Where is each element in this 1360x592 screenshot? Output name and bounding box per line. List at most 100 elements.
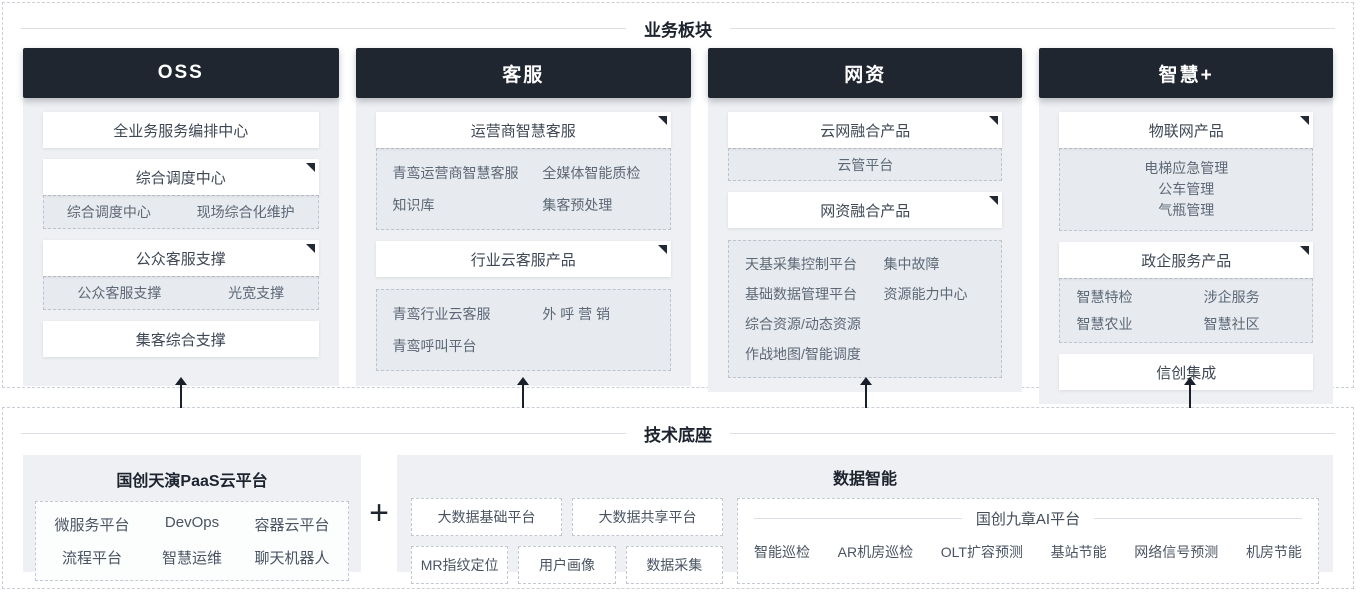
arrow-shaft	[522, 385, 524, 408]
ai-platform-item: 智能巡检	[754, 544, 810, 560]
sub-items-box: 电梯应急管理 公车管理 气瓶管理	[1059, 148, 1313, 231]
sub-item: 作战地图/智能调度	[744, 346, 861, 362]
folded-corner-icon	[989, 196, 999, 205]
product-card-label: 政企服务产品	[1141, 252, 1232, 270]
sub-item: 公众客服支撑	[77, 285, 162, 301]
data-intelligence-item: MR指纹定位	[411, 546, 509, 584]
sub-item: 外 呼 营 销	[542, 306, 610, 322]
column-network-resources: 网资 云网融合产品 云管平台 网资融合产品	[707, 48, 1023, 392]
product-card: 物联网产品	[1059, 112, 1313, 148]
product-group: 云网融合产品 云管平台	[727, 112, 1003, 181]
paas-item: 容器云平台	[254, 517, 330, 534]
folded-corner-icon	[657, 245, 667, 254]
product-group: 物联网产品 电梯应急管理 公车管理 气瓶管理	[1059, 112, 1313, 231]
data-intelligence-row: MR指纹定位 用户画像 数据采集	[411, 546, 723, 584]
sub-item: 集客预处理	[542, 197, 613, 213]
ai-platform-title: 国创九章AI平台	[975, 511, 1081, 528]
arrow-head-icon	[175, 377, 187, 385]
product-card: 行业云客服产品	[375, 241, 671, 277]
column-customer-service-body: 运营商智慧客服 青鸾运营商智慧客服 全媒体智能质检 知识库 集客预处理 行业云客…	[355, 98, 691, 386]
divider-line	[21, 433, 626, 434]
sub-item: 综合资源/动态资源	[744, 316, 861, 332]
product-card-label: 云网融合产品	[820, 122, 911, 140]
divider-line	[754, 518, 962, 519]
data-intelligence-item: 大数据共享平台	[572, 498, 723, 536]
product-card-label: 网资融合产品	[820, 202, 911, 220]
business-section-header: 业务板块	[21, 16, 1335, 41]
sub-item: 全媒体智能质检	[542, 165, 641, 181]
sub-item: 智慧特检	[1076, 289, 1133, 305]
folded-corner-icon	[305, 244, 315, 253]
sub-items-box: 天基采集控制平台 集中故障 基础数据管理平台 资源能力中心 综合资源/动态资源 …	[727, 240, 1003, 378]
data-intelligence-item: 用户画像	[518, 546, 616, 584]
product-group: 全业务服务编排中心	[43, 112, 319, 148]
sub-item: 青鸾运营商智慧客服	[392, 165, 519, 181]
business-section: 业务板块 OSS 全业务服务编排中心 综合调度中心 综合调度中心 现场综合化维护	[2, 2, 1354, 404]
sub-item: 综合调度中心	[66, 204, 151, 220]
column-network-resources-body: 云网融合产品 云管平台 网资融合产品 天基采集控制平台 集中故障	[707, 98, 1023, 392]
sub-item: 资源能力中心	[883, 286, 968, 302]
product-group: 集客综合支撑	[43, 321, 319, 357]
sub-item: 电梯应急管理	[1144, 160, 1229, 176]
paas-platform-title: 国创天演PaaS云平台	[116, 473, 268, 490]
product-card-label: 行业云客服产品	[470, 251, 576, 269]
ai-platform-item: 基站节能	[1050, 544, 1107, 560]
folded-corner-icon	[1300, 246, 1309, 255]
product-card: 政企服务产品	[1059, 242, 1313, 278]
column-smart-plus: 智慧+ 物联网产品 电梯应急管理 公车管理 气瓶管理 政企服务产品	[1039, 48, 1333, 404]
folded-corner-icon	[1300, 116, 1309, 125]
foundation-section-header: 技术底座	[21, 421, 1335, 446]
ai-platform-box: 国创九章AI平台 智能巡检 AR机房巡检 OLT扩容预测 基站节能 网络信号预测…	[737, 498, 1319, 584]
column-customer-service: 客服 运营商智慧客服 青鸾运营商智慧客服 全媒体智能质检 知识库 集客预处理	[355, 48, 691, 386]
sub-item: 青鸾行业云客服	[392, 306, 491, 322]
up-arrow	[1183, 377, 1197, 408]
sub-items-box: 青鸾行业云客服 外 呼 营 销 青鸾呼叫平台	[375, 289, 671, 371]
data-intelligence-item: 数据采集	[625, 546, 723, 584]
column-customer-service-header: 客服	[355, 48, 691, 98]
data-intelligence-title: 数据智能	[832, 471, 897, 488]
foundation-section-title: 技术底座	[644, 426, 712, 445]
product-group: 行业云客服产品 青鸾行业云客服 外 呼 营 销 青鸾呼叫平台	[375, 241, 671, 371]
sub-item: 智慧社区	[1203, 316, 1260, 332]
arrow-head-icon	[517, 377, 529, 385]
ai-platform-item: OLT扩容预测	[940, 544, 1023, 560]
divider-line	[730, 28, 1335, 29]
plus-symbol: +	[369, 494, 389, 532]
column-smart-plus-header: 智慧+	[1039, 48, 1333, 98]
column-oss-body: 全业务服务编排中心 综合调度中心 综合调度中心 现场综合化维护 公众客服支撑	[23, 98, 339, 386]
foundation-section: 技术底座 国创天演PaaS云平台 微服务平台 DevOps 容器云平台 流程平台…	[2, 407, 1354, 589]
sub-items-box: 云管平台	[727, 148, 1003, 181]
sub-items-box: 青鸾运营商智慧客服 全媒体智能质检 知识库 集客预处理	[375, 148, 671, 230]
column-smart-plus-body: 物联网产品 电梯应急管理 公车管理 气瓶管理 政企服务产品	[1039, 98, 1333, 404]
column-oss: OSS 全业务服务编排中心 综合调度中心 综合调度中心 现场综合化维护	[23, 48, 339, 386]
arrow-shaft	[865, 385, 867, 408]
paas-items-box: 微服务平台 DevOps 容器云平台 流程平台 智慧运维 聊天机器人	[35, 501, 349, 581]
sub-item: 云管平台	[837, 156, 894, 173]
paas-item: 微服务平台	[54, 517, 130, 534]
sub-items-box: 公众客服支撑 光宽支撑	[43, 276, 319, 310]
data-intelligence-row: 大数据基础平台 大数据共享平台	[411, 498, 723, 536]
product-card: 综合调度中心	[43, 159, 319, 195]
column-network-resources-header: 网资	[707, 48, 1023, 98]
ai-platform-items: 智能巡检 AR机房巡检 OLT扩容预测 基站节能 网络信号预测 机房节能	[754, 542, 1302, 562]
sub-item: 知识库	[392, 197, 435, 213]
business-columns: OSS 全业务服务编排中心 综合调度中心 综合调度中心 现场综合化维护	[23, 48, 1333, 404]
product-card: 全业务服务编排中心	[43, 112, 319, 148]
paas-item: 流程平台	[61, 550, 122, 567]
ai-platform-item: 机房节能	[1245, 544, 1302, 560]
arrow-head-icon	[860, 377, 872, 385]
up-arrow	[859, 377, 873, 408]
ai-platform-header: 国创九章AI平台	[754, 508, 1302, 529]
divider-line	[730, 433, 1335, 434]
business-section-title: 业务板块	[644, 21, 712, 40]
divider-line	[1094, 518, 1302, 519]
product-card-label: 运营商智慧客服	[470, 122, 576, 140]
data-intelligence-item: 大数据基础平台	[411, 498, 562, 536]
product-group: 运营商智慧客服 青鸾运营商智慧客服 全媒体智能质检 知识库 集客预处理	[375, 112, 671, 230]
folded-corner-icon	[989, 116, 999, 125]
folded-corner-icon	[657, 116, 667, 125]
foundation-content: 国创天演PaaS云平台 微服务平台 DevOps 容器云平台 流程平台 智慧运维…	[23, 455, 1333, 584]
product-group: 综合调度中心 综合调度中心 现场综合化维护	[43, 159, 319, 229]
product-card-label: 物联网产品	[1148, 122, 1224, 140]
sub-item: 公车管理	[1158, 181, 1215, 197]
